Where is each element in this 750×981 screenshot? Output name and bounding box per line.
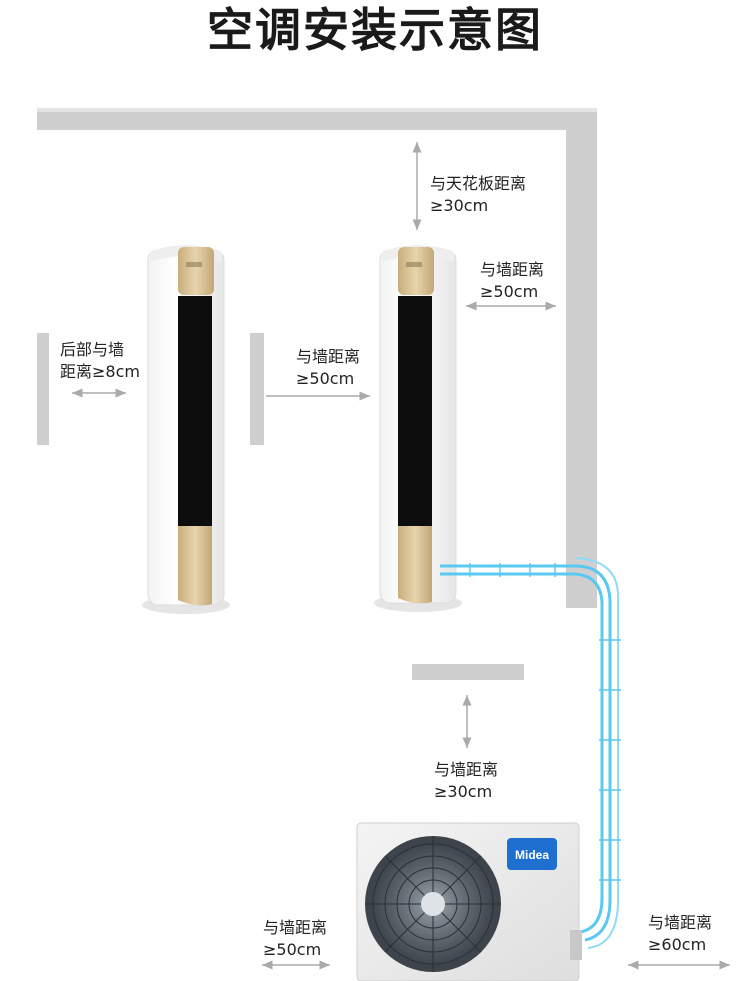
- rear-wall-distance-label: 后部与墙 距离≥8cm: [60, 340, 140, 381]
- indoor-unit-right: [374, 245, 462, 612]
- middle-wall-stub: [250, 333, 264, 445]
- outdoor-top-distance-label: 与墙距离 ≥30cm: [434, 760, 499, 801]
- indoor-unit-left: [142, 245, 230, 614]
- middle-wall-distance-label: 与墙距离 ≥50cm: [296, 347, 361, 388]
- brand-logo-text: Midea: [515, 848, 549, 862]
- pipe-ribs: [469, 563, 621, 881]
- outdoor-top-wall: [412, 664, 524, 680]
- outdoor-left-distance-label: 与墙距离 ≥50cm: [263, 918, 328, 959]
- outdoor-right-distance-label: 与墙距离 ≥60cm: [648, 913, 713, 954]
- ceiling-wall: [37, 108, 597, 608]
- refrigerant-pipe: [440, 557, 620, 949]
- rear-wall-stub: [37, 333, 49, 445]
- outdoor-unit: Midea: [356, 822, 582, 981]
- ceiling-distance-label: 与天花板距离 ≥30cm: [430, 174, 527, 215]
- brand-badge: [507, 838, 557, 870]
- page-title: 空调安装示意图: [207, 3, 543, 57]
- side-wall-distance-label: 与墙距离 ≥50cm: [480, 260, 545, 301]
